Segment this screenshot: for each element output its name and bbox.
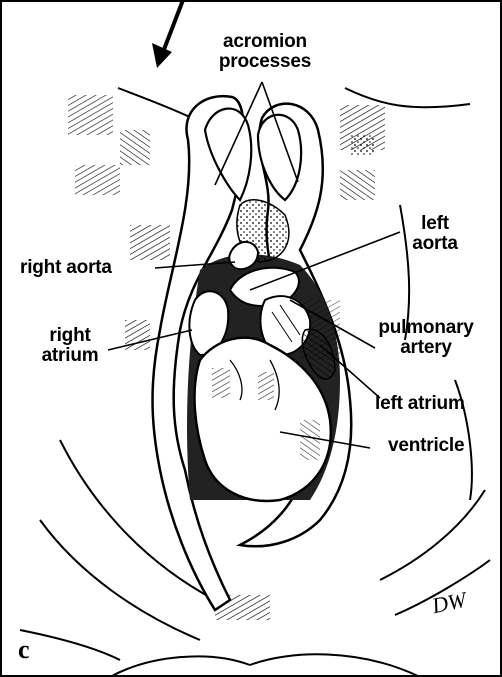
label-pulmonary-artery: pulmonary artery [370,318,482,358]
panel-letter: c [18,635,30,665]
label-right-atrium-line1: right [30,326,110,346]
label-acromion-processes: acromion processes [205,32,325,72]
label-pulmonary-line1: pulmonary [370,318,482,338]
label-acromion-line1: acromion [205,32,325,52]
label-pulmonary-line2: artery [370,338,482,358]
label-left-aorta-line1: left [395,214,475,234]
label-left-aorta-line2: aorta [395,234,475,254]
label-ventricle: ventricle [388,436,464,456]
arrow [152,0,183,68]
label-right-aorta: right aorta [20,258,112,278]
label-acromion-line2: processes [205,52,325,72]
label-left-atrium: left atrium [375,394,465,414]
label-left-aorta: left aorta [395,214,475,254]
label-right-atrium-line2: atrium [30,346,110,366]
label-right-atrium: right atrium [30,326,110,366]
